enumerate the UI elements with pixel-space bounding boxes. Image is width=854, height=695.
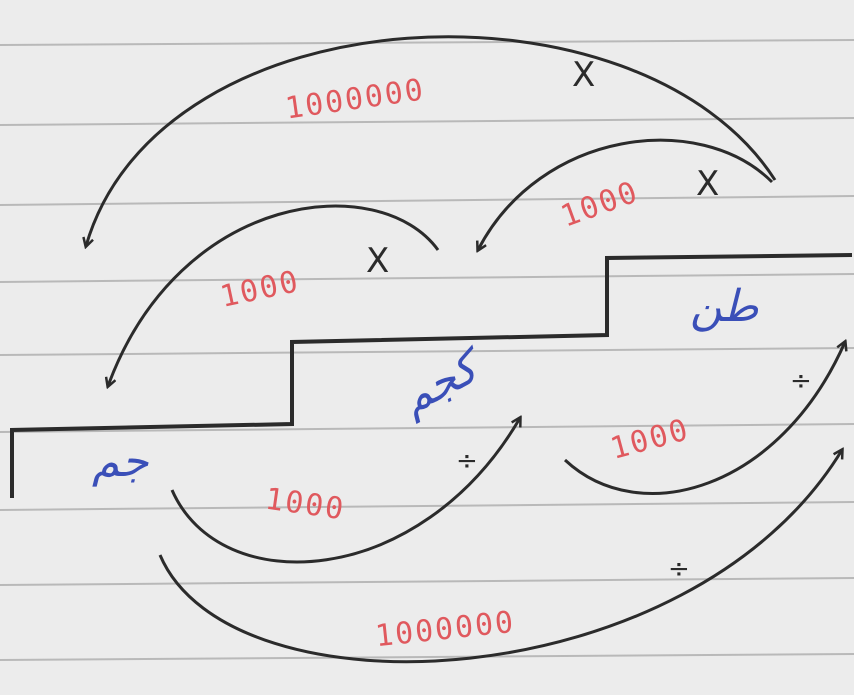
op-multiply-middle: X <box>366 241 390 281</box>
staircase <box>10 253 853 498</box>
arrow-medium-to-large <box>108 204 440 386</box>
op-divide-bottom: ÷ <box>668 554 690 584</box>
op-multiply-right: X <box>696 164 720 204</box>
op-divide-right: ÷ <box>790 366 812 396</box>
op-multiply-top: X <box>572 55 596 95</box>
op-divide-middle: ÷ <box>456 446 478 476</box>
arrow-medium-to-small <box>563 342 845 495</box>
ruled-lines <box>0 39 854 661</box>
arrow-small-to-large <box>86 35 777 246</box>
arrow-small-to-medium <box>478 138 774 250</box>
unit-label-small: طن <box>690 281 759 332</box>
arrow-large-to-medium <box>170 418 520 564</box>
arrow-large-to-small <box>158 450 842 664</box>
unit-label-large: جم <box>92 436 149 487</box>
